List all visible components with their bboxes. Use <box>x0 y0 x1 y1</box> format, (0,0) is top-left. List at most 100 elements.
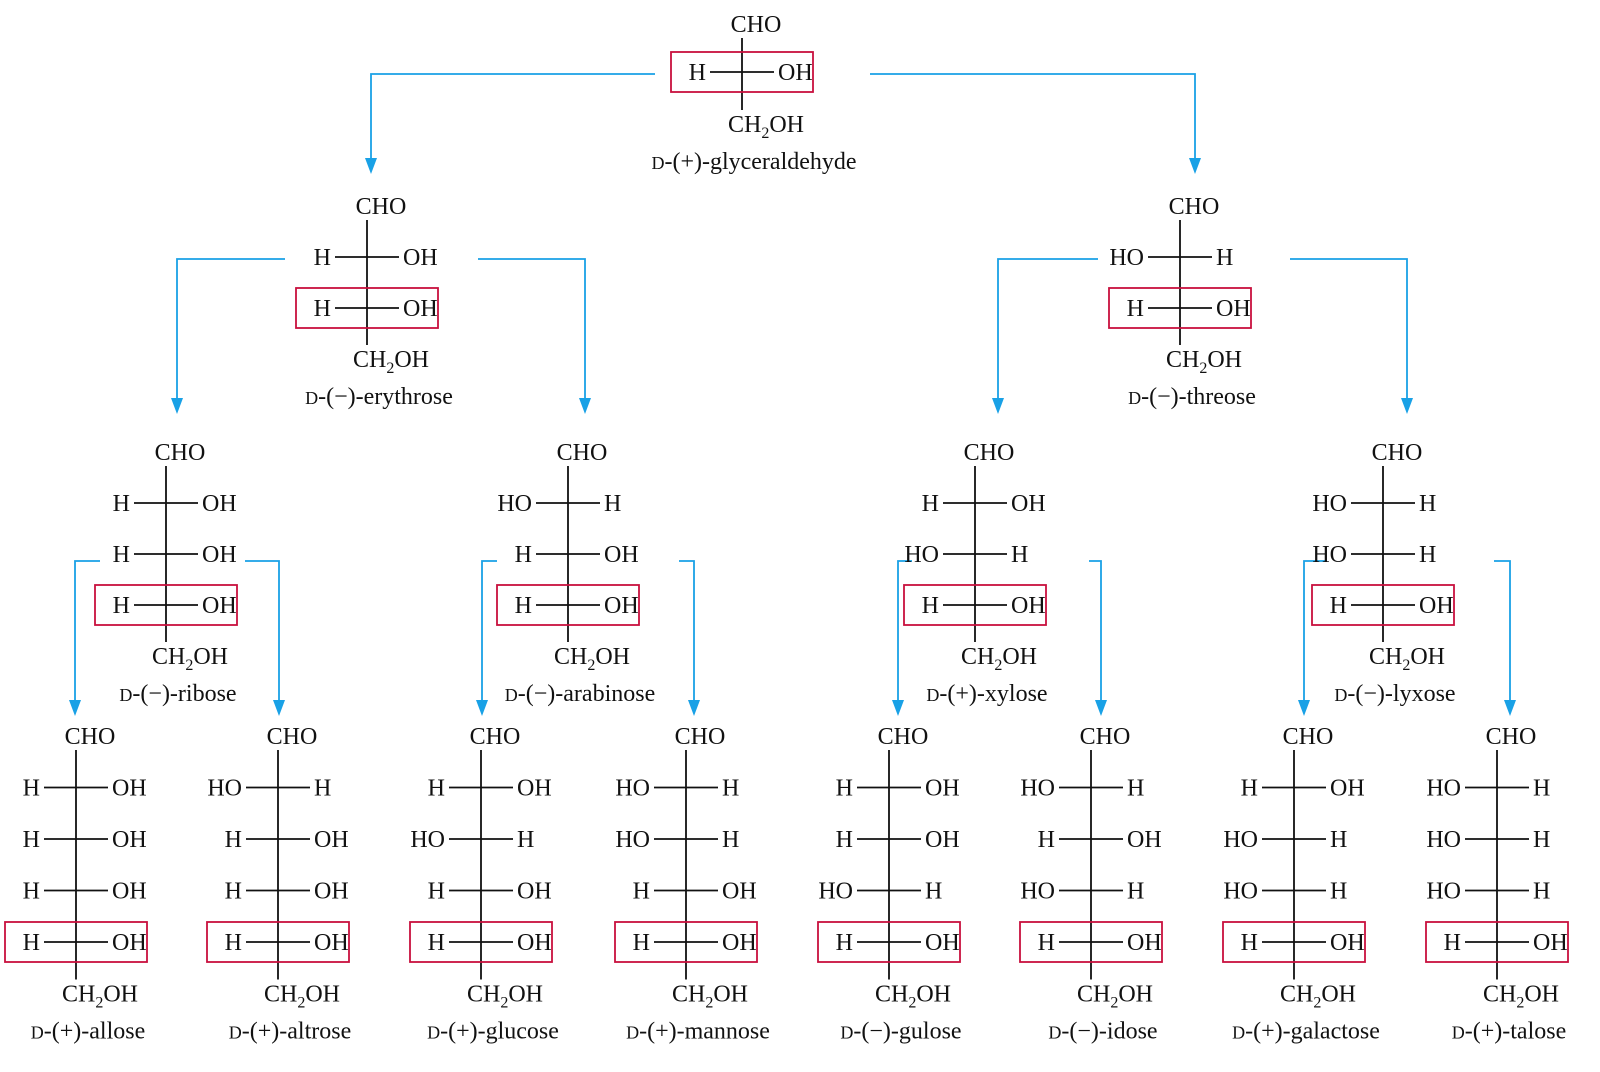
right-substituent: H <box>1419 491 1436 517</box>
arrow-shaft <box>897 560 912 704</box>
sugar-name-label: D-(−)-arabinose <box>505 681 655 707</box>
arrow-head <box>892 700 904 716</box>
formula-part: CH <box>1166 347 1199 373</box>
arrow-head <box>1189 158 1201 174</box>
formula-subscript: 2 <box>1402 657 1410 674</box>
derivation-arrow <box>1290 258 1413 414</box>
derivation-arrow <box>892 560 912 716</box>
derivation-arrow <box>1298 560 1325 716</box>
sugar-name-label: D-(+)-talose <box>1452 1019 1566 1045</box>
d-prefix-smallcaps: D <box>1128 388 1141 408</box>
right-substituent: OH <box>604 542 639 568</box>
arrow-head <box>476 700 488 716</box>
configuration-highlight-box <box>670 51 814 93</box>
left-substituent: H <box>428 930 445 956</box>
right-substituent: H <box>1127 879 1144 905</box>
left-substituent: H <box>515 593 532 619</box>
right-substituent: OH <box>1216 296 1251 322</box>
arrow-shaft <box>176 258 285 402</box>
left-substituent: H <box>225 879 242 905</box>
sugar-name: -(−)-lyxose <box>1347 681 1455 707</box>
left-substituent: H <box>836 930 853 956</box>
configuration-highlight-box <box>614 921 758 963</box>
hydroxymethyl-group-label: CH2OH <box>672 982 748 1012</box>
configuration-highlight-box <box>1222 921 1366 963</box>
left-substituent: HO <box>904 542 939 568</box>
sugar-name-label: D-(+)-glyceraldehyde <box>651 149 856 175</box>
formula-part: OH <box>1207 347 1242 373</box>
arrow-head <box>1298 700 1310 716</box>
configuration-highlight-box <box>295 287 439 329</box>
formula-part: CH <box>264 982 297 1008</box>
right-substituent: OH <box>517 776 552 802</box>
configuration-highlight-box <box>206 921 350 963</box>
sugar-name: -(+)-allose <box>44 1019 145 1045</box>
left-substituent: H <box>1330 593 1347 619</box>
aldehyde-group-label: CHO <box>470 724 521 750</box>
sugar-name-label: D-(−)-threose <box>1128 384 1256 410</box>
arrow-head <box>688 700 700 716</box>
left-substituent: H <box>1038 930 1055 956</box>
right-substituent: OH <box>1330 930 1365 956</box>
formula-part: OH <box>713 982 748 1008</box>
sugar-name: -(−)-gulose <box>853 1019 961 1045</box>
aldehyde-group-label: CHO <box>65 724 116 750</box>
aldehyde-group-label: CHO <box>1283 724 1334 750</box>
sugar-name-label: D-(+)-xylose <box>926 681 1047 707</box>
formula-subscript: 2 <box>994 657 1002 674</box>
left-substituent: H <box>113 542 130 568</box>
formula-part: OH <box>595 644 630 670</box>
left-substituent: HO <box>615 776 650 802</box>
d-prefix-smallcaps: D <box>651 153 664 173</box>
right-substituent: OH <box>112 776 147 802</box>
hydroxymethyl-group-label: CH2OH <box>1369 644 1445 674</box>
derivation-arrow <box>245 560 285 716</box>
arrow-shaft <box>245 560 280 704</box>
formula-subscript: 2 <box>1313 995 1321 1012</box>
sugar-name: -(+)-mannose <box>639 1019 770 1045</box>
right-substituent: OH <box>778 60 813 86</box>
formula-part: OH <box>1410 644 1445 670</box>
d-prefix-smallcaps: D <box>1232 1023 1245 1043</box>
aldehyde-group-label: CHO <box>675 724 726 750</box>
left-substituent: H <box>633 879 650 905</box>
sugar-name-label: D-(−)-erythrose <box>305 384 453 410</box>
right-substituent: OH <box>403 245 438 271</box>
configuration-highlight-box <box>409 921 553 963</box>
right-substituent: OH <box>112 930 147 956</box>
right-substituent: OH <box>1011 491 1046 517</box>
left-substituent: H <box>922 593 939 619</box>
hydroxymethyl-group-label: CH2OH <box>467 982 543 1012</box>
formula-part: OH <box>1321 982 1356 1008</box>
right-substituent: OH <box>722 930 757 956</box>
arrow-shaft <box>1089 560 1102 704</box>
derivation-arrow <box>171 258 285 414</box>
arrow-head <box>579 398 591 414</box>
sugar-name-label: D-(+)-altrose <box>229 1019 351 1045</box>
arrow-shaft <box>679 560 695 704</box>
right-substituent: H <box>604 491 621 517</box>
right-substituent: OH <box>112 879 147 905</box>
right-substituent: OH <box>604 593 639 619</box>
formula-part: CH <box>1280 982 1313 1008</box>
aldehyde-group-label: CHO <box>1372 440 1423 466</box>
aldehyde-group-label: CHO <box>1080 724 1131 750</box>
formula-part: CH <box>152 644 185 670</box>
aldehyde-group-label: CHO <box>878 724 929 750</box>
formula-part: CH <box>353 347 386 373</box>
sugar-name: -(+)-altrose <box>242 1019 351 1045</box>
formula-part: OH <box>103 982 138 1008</box>
left-substituent: HO <box>1020 776 1055 802</box>
left-substituent: HO <box>1109 245 1144 271</box>
configuration-highlight-box <box>496 584 640 626</box>
